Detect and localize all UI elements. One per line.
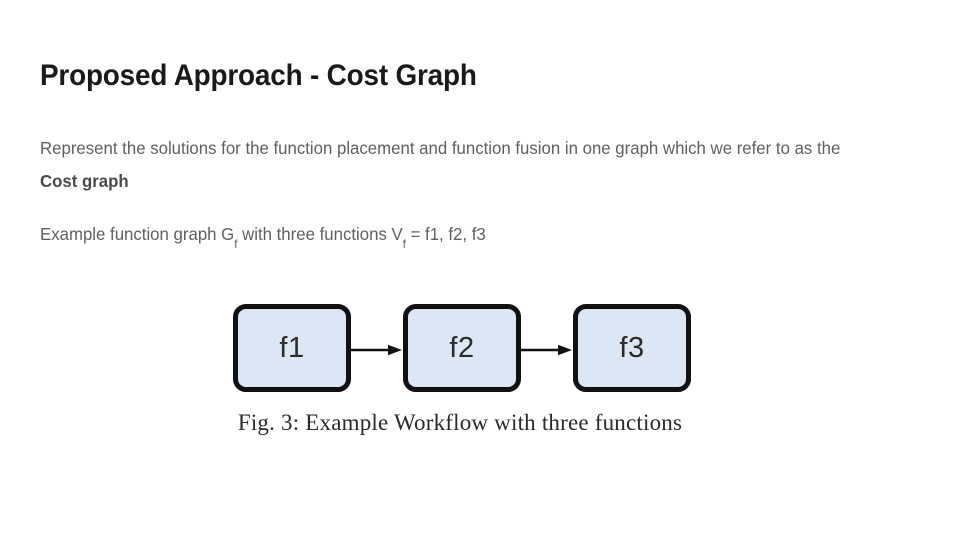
workflow-arrow-f2-to-f3: [520, 343, 572, 356]
workflow-arrow-f1-to-f2: [350, 343, 402, 356]
workflow-node-f3: f3: [573, 304, 691, 392]
workflow-node-f2: f2: [403, 304, 521, 392]
paragraph1-emphasis-cost-graph: Cost graph: [40, 171, 129, 191]
workflow-graph: f1 f2 f3: [150, 292, 770, 400]
page-title: Proposed Approach - Cost Graph: [40, 59, 477, 92]
paragraph2-part1-text: Example function graph G: [40, 224, 235, 244]
workflow-node-f2-label: f2: [449, 331, 475, 364]
paragraph2-subscript-vf: f: [402, 236, 406, 251]
workflow-node-f3-label: f3: [619, 331, 645, 364]
paragraph-example-function-graph: Example function graph Gf with three fun…: [40, 218, 875, 251]
figure-workflow-diagram: f1 f2 f3 Fig. 3: Example W: [150, 292, 770, 452]
workflow-node-f1: f1: [233, 304, 351, 392]
paragraph2-part3-text: = f1, f2, f3: [405, 224, 486, 244]
paragraph-cost-graph-definition: Represent the solutions for the function…: [40, 132, 875, 198]
paragraph2-part2-text: with three functions V: [237, 224, 403, 244]
paragraph2-subscript-gf: f: [234, 236, 238, 251]
workflow-node-f1-label: f1: [279, 331, 305, 364]
figure-caption: Fig. 3: Example Workflow with three func…: [237, 410, 683, 435]
body-content: Represent the solutions for the function…: [40, 132, 910, 251]
paragraph1-lead-text: Represent the solutions for the function…: [40, 138, 841, 158]
